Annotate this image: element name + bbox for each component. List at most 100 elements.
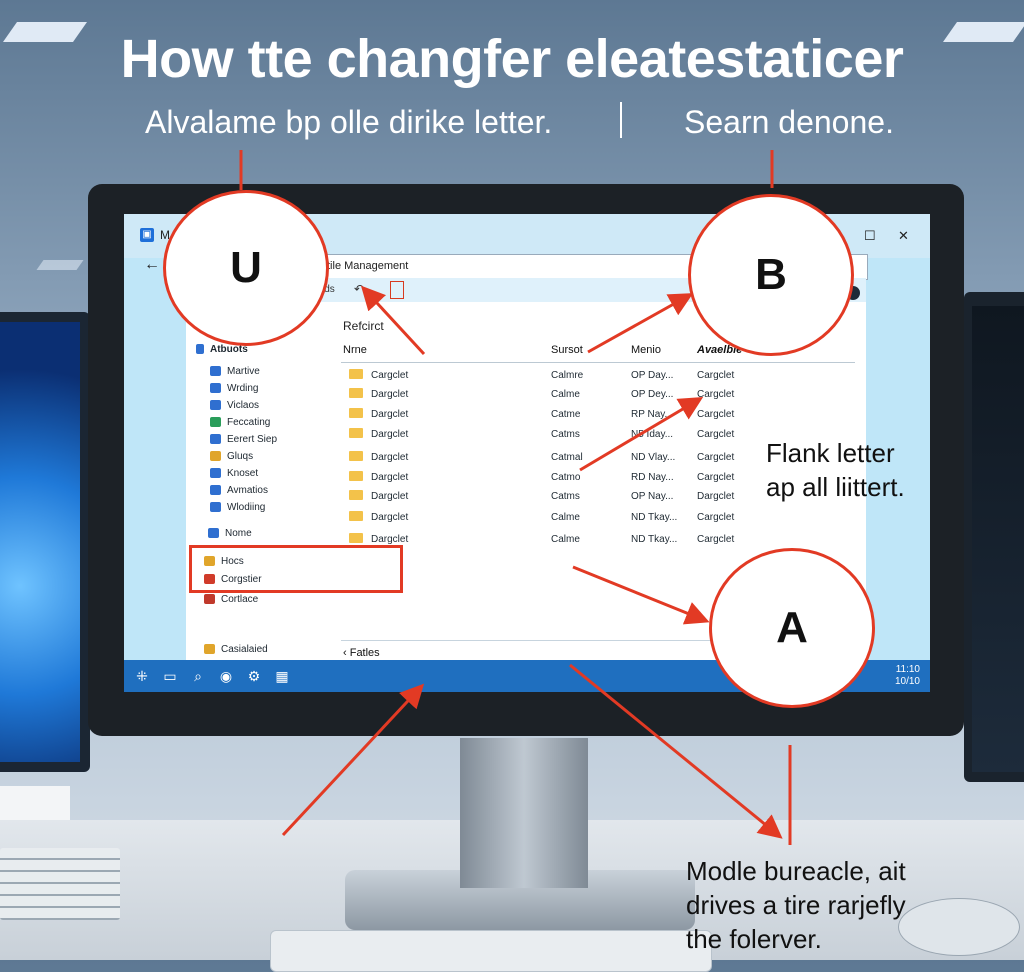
folder-icon [349,451,363,461]
table-cell: Catmal [551,452,583,463]
start-icon[interactable]: ⁜ [136,668,148,684]
clock-time: 11:10 [895,664,920,675]
table-cell: Cargclet [697,389,735,400]
close-button[interactable]: ✕ [898,228,909,243]
user-icon [208,528,219,539]
table-cell: ND Tkay... [631,534,678,545]
table-cell: Dargclet [371,534,409,545]
column-header-2[interactable]: Sursot [551,344,583,356]
folder-icon [210,502,221,513]
sidebar-header[interactable]: Atbuots [196,344,248,355]
table-cell: N5 Iday... [631,429,674,440]
folder-icon [349,408,363,418]
sidebar-item-label: Hocs [221,556,244,567]
clock-date: 10/10 [894,676,920,687]
sidebar-item[interactable]: Viclaos [210,400,259,411]
sidebar-item-label: Avmatios [227,485,268,496]
table-cell: OP Dey... [631,389,674,400]
sidebar-item-label: Nome [225,528,252,539]
column-header-name[interactable]: Nrne [343,344,367,356]
file-explorer-icon[interactable]: ▭ [163,668,177,684]
callout-label: A [776,603,808,652]
table-cell: Cargclet [697,370,735,381]
folder-icon [210,417,221,428]
sidebar-item[interactable]: Wlodiing [210,502,265,513]
sidebar-item-name[interactable]: Nome [208,528,252,539]
breadcrumb[interactable]: Refcirct [343,319,384,333]
table-cell: Calmre [551,370,584,381]
table-cell: Dargclet [371,472,409,483]
table-cell: Cargclet [697,534,735,545]
folder-icon [210,485,221,496]
network-icon [204,594,215,605]
table-cell: RD Nay... [631,472,674,483]
sidebar-item[interactable]: Wrding [210,383,259,394]
folder-icon [349,388,363,398]
sidebar-item-label: Gluqs [227,451,254,462]
panel-label[interactable]: ‹ Fatles [343,647,380,659]
settings-taskbar-icon[interactable]: ⚙ [247,668,261,684]
column-header-available[interactable]: Avaelble [697,344,743,356]
sidebar-item[interactable]: Knoset [210,468,258,479]
sidebar-item[interactable]: Martive [210,366,260,377]
callout-u: U [163,190,329,346]
annotation-line: drives a tire rarjefly [686,890,906,920]
table-cell: Catms [551,429,580,440]
table-cell: Dargclet [697,491,735,502]
clock[interactable]: 11:10 10/10 [895,664,920,688]
sidebar-item-contact[interactable]: Cortlace [204,594,258,605]
maximize-button[interactable]: ☐ [864,228,876,243]
sidebar-item[interactable]: Eerert Siep [210,434,277,445]
folder-icon [349,490,363,500]
folder-icon [349,428,363,438]
sidebar-item[interactable]: Feccating [210,417,270,428]
toolbar-box-icon[interactable] [390,281,404,299]
annotation-line: the folerver. [686,924,822,954]
app-title: M [160,228,170,242]
annotation-line: ap all liittert. [766,472,905,502]
toolbar-label: ids [322,284,335,295]
table-cell: Catme [551,409,581,420]
search-icon[interactable]: ⌕ [194,668,202,684]
sidebar-item-label: Cortlace [221,594,259,605]
sidebar-header-label: Atbuots [210,344,248,355]
undo-icon[interactable]: ↶ [354,282,365,296]
table-cell: RP Nay... [631,409,673,420]
browser-icon[interactable]: ◉ [219,668,233,684]
table-cell: Cargclet [371,370,409,381]
table-cell: Cargclet [697,472,735,483]
folder-icon [204,556,215,567]
folder-icon [210,383,221,394]
column-header-3[interactable]: Menio [631,344,661,356]
sidebar-item-computer[interactable]: Corgstier [204,574,262,585]
sidebar-item-bottom[interactable]: Casialaied [204,644,268,655]
folder-icon [210,366,221,377]
sidebar-item[interactable]: Gluqs [210,451,253,462]
folder-icon [210,434,221,445]
apps-icon[interactable]: ▦ [275,668,289,684]
sidebar-item-hocs[interactable]: Hocs [204,556,244,567]
sidebar-item-label: Eerert Siep [227,434,278,445]
folder-icon [349,511,363,521]
side-monitor-left [0,312,90,772]
table-cell: Dargclet [371,389,409,400]
sidebar-item-label: Wlodiing [227,502,266,513]
app-icon: ▣ [140,228,154,242]
sidebar-item-label: Martive [227,366,260,377]
table-cell: OP Day... [631,370,674,381]
table-row[interactable]: Cargclet Calmre OP Day... Cargclet [341,366,855,386]
sidebar-item-label: Knoset [227,468,259,479]
sidebar-item[interactable]: Avmatios [210,485,268,496]
table-cell: Dargclet [371,491,409,502]
folder-icon [210,468,221,479]
table-cell: OP Nay... [631,491,674,502]
table-cell: Dargclet [371,409,409,420]
back-arrow-icon[interactable]: ← [144,256,160,273]
